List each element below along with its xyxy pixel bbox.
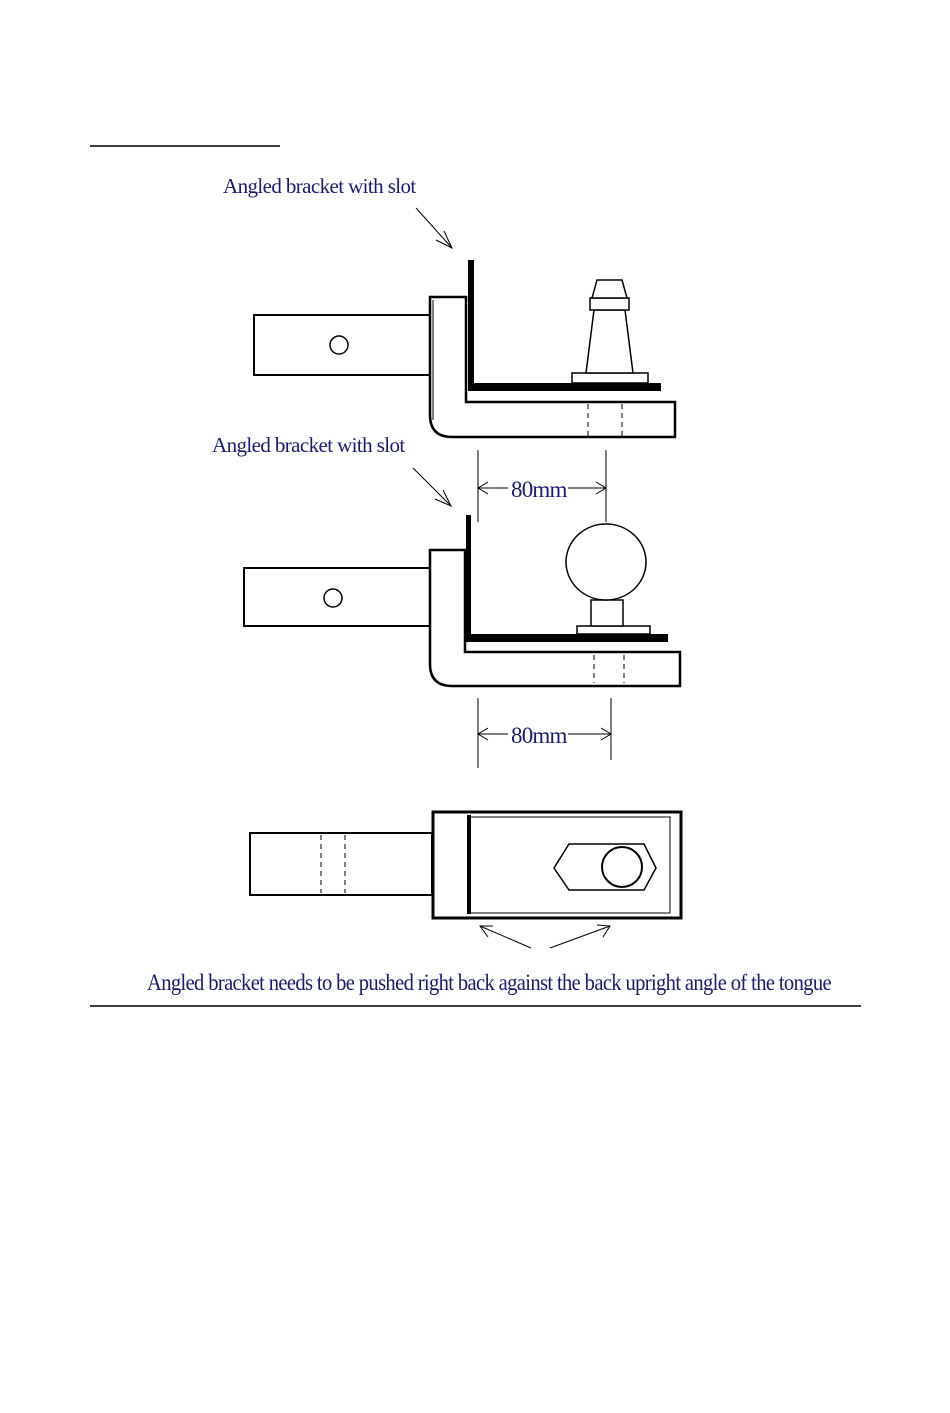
middle-drawbar-hole bbox=[324, 589, 342, 607]
plan-view bbox=[250, 812, 681, 918]
top-tongue bbox=[430, 297, 675, 437]
middle-bracket-label: Angled bracket with slot bbox=[212, 433, 405, 457]
top-dimension-label: 80mm bbox=[511, 477, 567, 502]
top-drawbar-hole bbox=[330, 336, 348, 354]
top-label-arrow bbox=[416, 208, 452, 248]
middle-tow-ball bbox=[566, 524, 650, 634]
top-bracket-label: Angled bracket with slot bbox=[223, 174, 416, 198]
middle-label-arrow bbox=[413, 468, 451, 506]
bottom-dimension-label: 80mm bbox=[511, 723, 567, 748]
top-tow-pin bbox=[572, 280, 648, 383]
top-assembly: Angled bracket with slot bbox=[223, 174, 675, 437]
plan-pin bbox=[602, 847, 642, 887]
caption: Angled bracket needs to be pushed right … bbox=[147, 970, 831, 995]
plan-drawbar bbox=[250, 833, 432, 895]
caption-arrows bbox=[480, 925, 610, 948]
middle-assembly: Angled bracket with slot bbox=[212, 433, 680, 686]
